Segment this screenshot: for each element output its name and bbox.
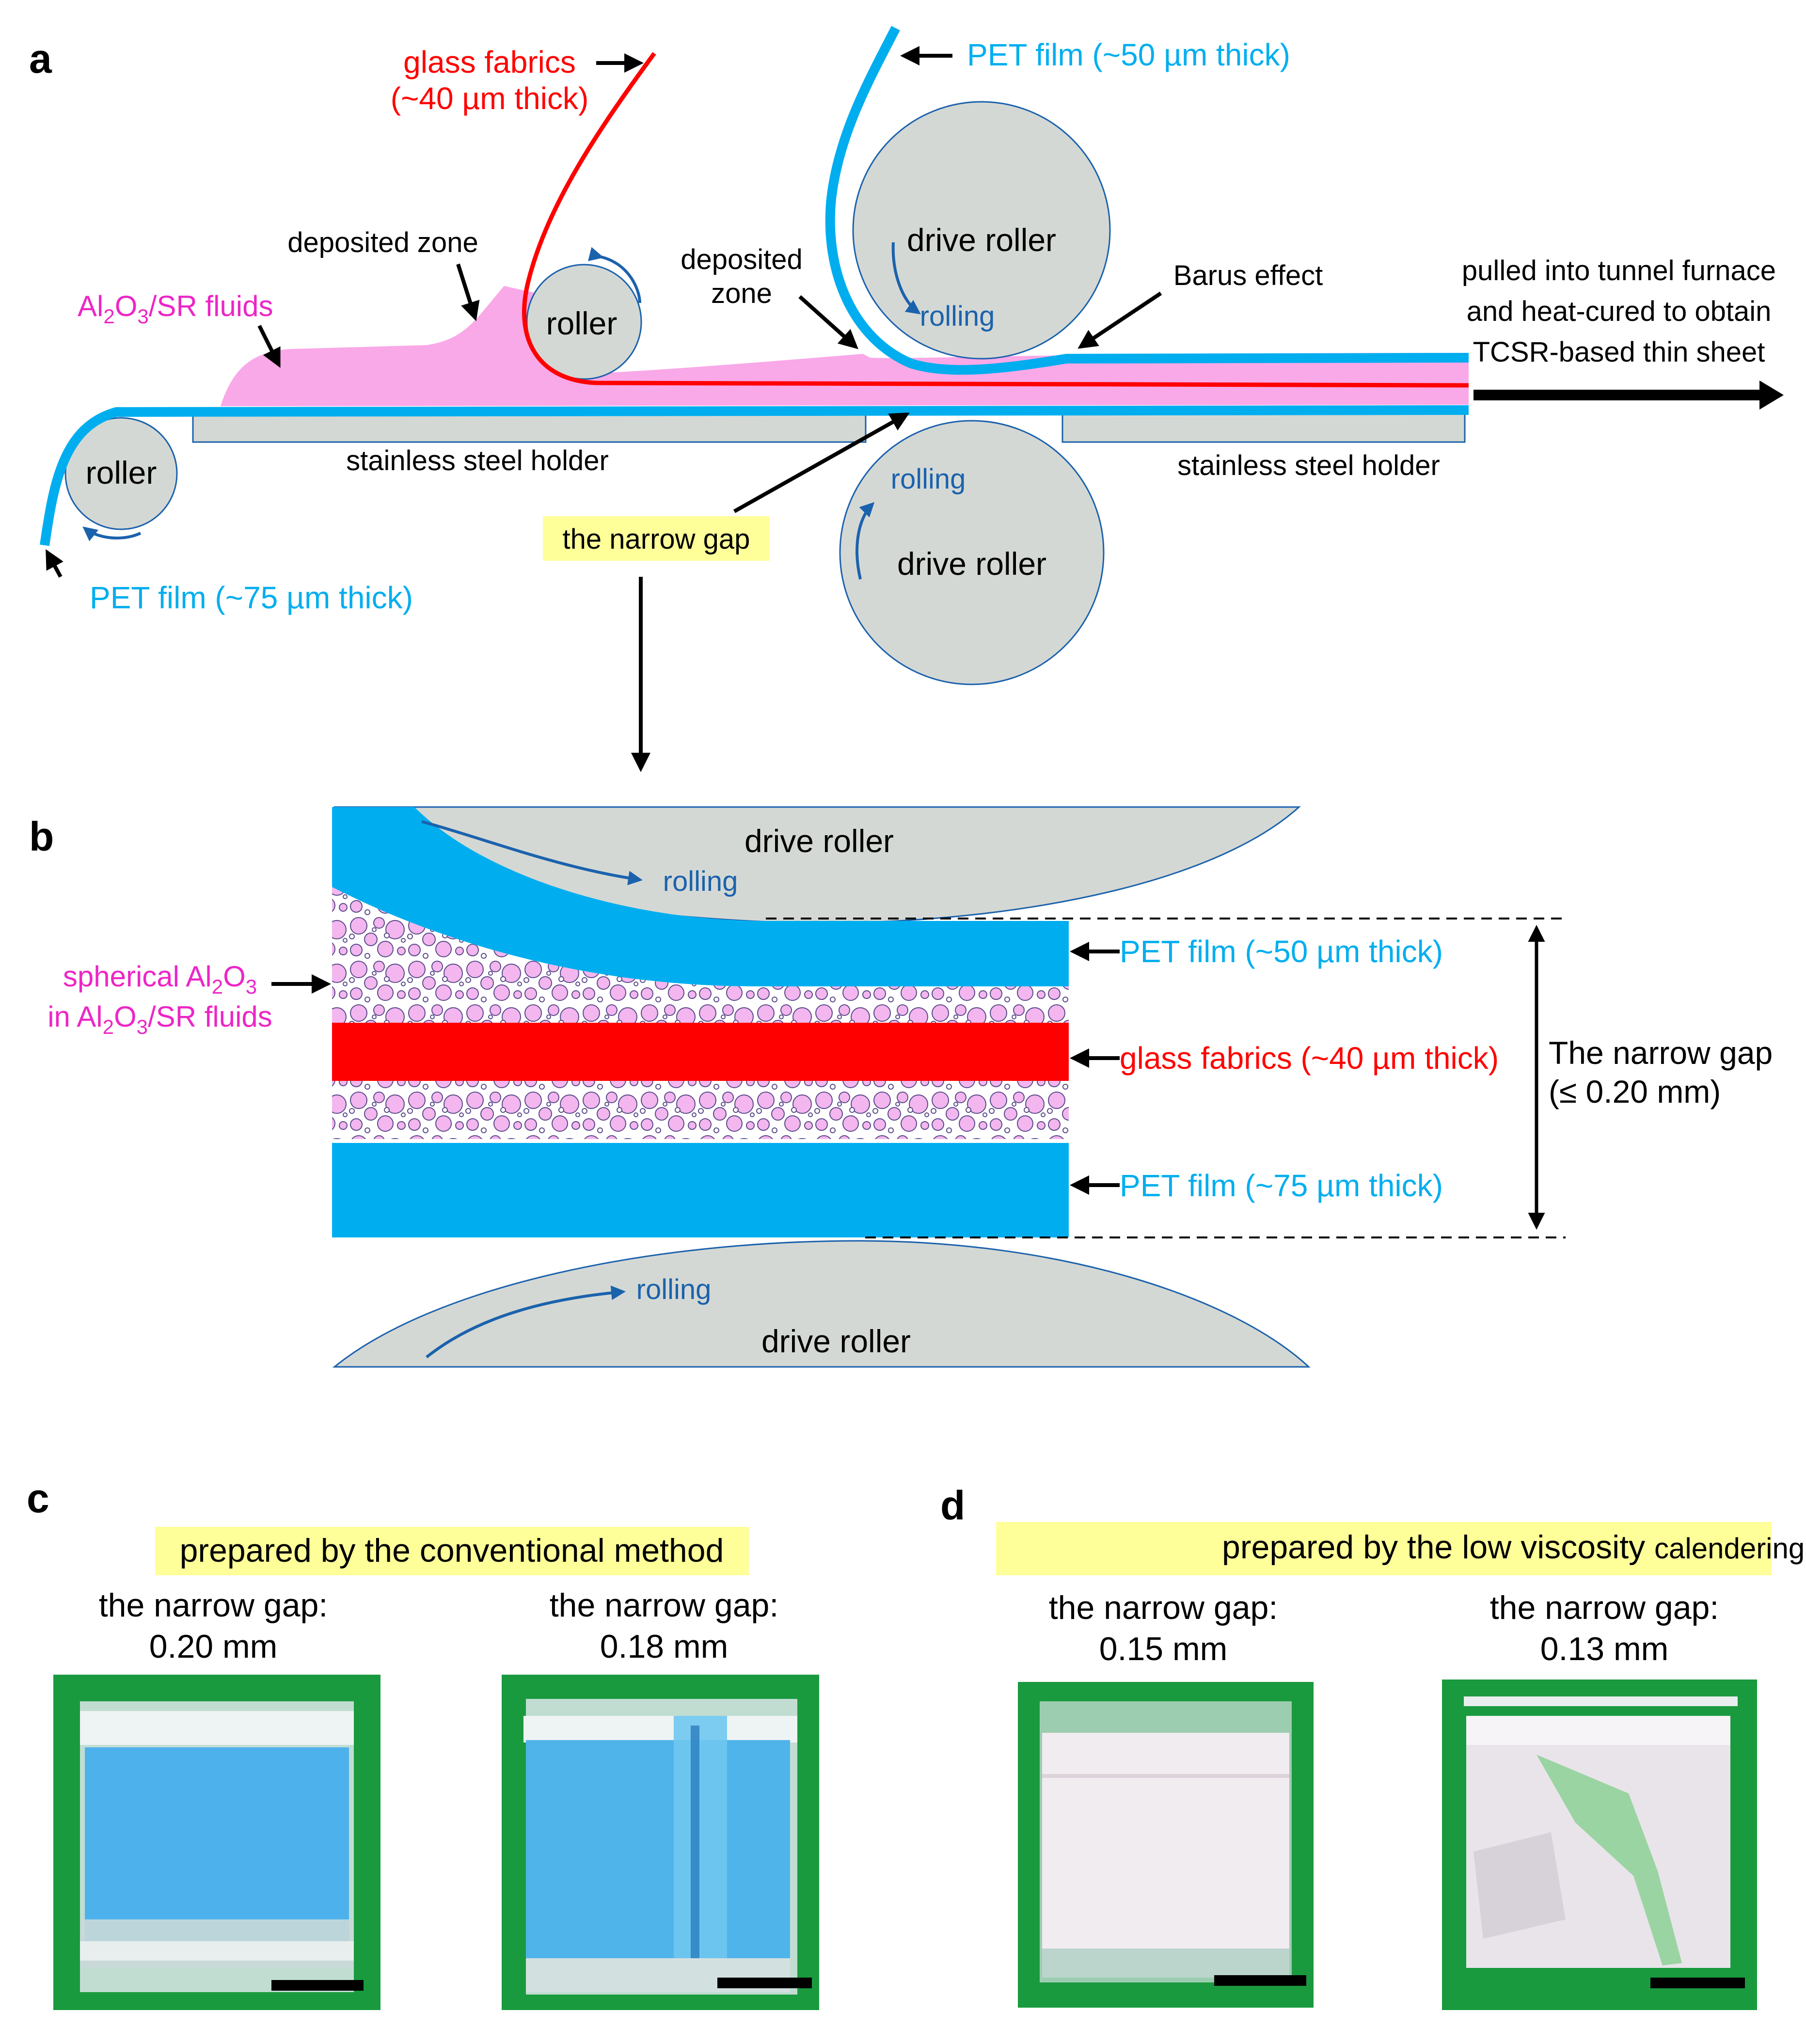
rotation-arrow-drive-lower [855,502,875,580]
header-c: prepared by the conventional method [180,1532,724,1569]
drive-roller-lower [839,420,1105,685]
scale-bar-1 [271,1980,364,1991]
glass-fabric-layer [332,1023,1069,1081]
label-b-drive-roller-lower: drive roller [761,1323,911,1359]
label-drive-roller-upper: drive roller [907,222,1056,258]
rotation-arrow-roller-left [82,526,142,541]
header-d: prepared by the low viscosity calenderin… [1222,1529,1806,1566]
label-b-rolling-upper: rolling [663,866,738,897]
arrow-deposited-zone-left [456,263,480,321]
label-rolling-lower: rolling [891,463,966,495]
pet-film-upper-layer [332,807,1069,986]
label-deposited-zone-mid-2: zone [711,278,772,309]
panel-label-d: d [940,1483,965,1528]
narrow-gap-highlight [543,516,770,561]
label-glass-fabrics: glass fabrics [403,45,576,79]
label-glass-fabrics-thickness: (~40 µm thick) [391,81,589,116]
gap-label-photo-1: the narrow gap: [99,1587,328,1624]
roller-bottom-left [64,417,178,530]
stainless-steel-holder-right [1061,412,1466,443]
photo-gap-0-20mm [53,1675,380,2010]
label-holder-right: stainless steel holder [1177,450,1440,481]
panel-label-a: a [29,36,52,81]
label-furnace-2: and heat-cured to obtain [1467,296,1772,327]
label-drive-roller-lower: drive roller [897,546,1046,582]
label-b-pet-top: PET film (~50 µm thick) [1120,934,1443,969]
bead-layer-upper [332,887,1069,1023]
gap-value-photo-2: 0.18 mm [600,1628,729,1665]
label-spherical-2: in Al2O3/SR fluids [48,1000,272,1038]
panel-label-c: c [27,1475,49,1521]
scale-bar-3 [1214,1975,1306,1986]
bead-layer-lower [332,1081,1069,1139]
label-narrow-gap: the narrow gap [563,523,750,555]
label-pet-film-top: PET film (~50 µm thick) [967,37,1290,72]
gap-label-photo-4: the narrow gap: [1490,1589,1719,1626]
label-b-pet-bottom: PET film (~75 µm thick) [1120,1168,1443,1203]
arrow-narrow-gap [733,412,910,513]
drive-roller-upper [852,101,1111,360]
pet-film-lower-layer [332,1143,1069,1237]
label-b-glass: glass fabrics (~40 µm thick) [1120,1041,1499,1076]
label-spherical-1: spherical Al2O3 [63,960,257,998]
pet-film-bottom-line [40,405,1469,546]
label-furnace-1: pulled into tunnel furnace [1462,255,1776,286]
label-holder-left: stainless steel holder [346,445,609,476]
scale-bar-4 [1650,1978,1745,1988]
label-b-gap-2: (≤ 0.20 mm) [1549,1074,1721,1109]
arrow-furnace-head [1759,380,1784,410]
pet-film-top-line [825,26,1469,375]
label-b-drive-roller-upper: drive roller [745,823,894,859]
gap-label-photo-3: the narrow gap: [1049,1589,1278,1626]
label-roller-top: roller [546,305,618,341]
glass-fabric-line [522,52,1469,388]
photo-gap-0-13mm [1442,1680,1757,2010]
label-fluids: Al2O3/SR fluids [78,290,273,328]
label-furnace-3: TCSR-based thin sheet [1473,336,1765,368]
rotation-arrow-roller-top [588,247,641,303]
rotation-arrow-b-upper [421,820,643,886]
label-rolling-upper: rolling [920,301,995,332]
rotation-arrow-drive-upper [891,242,921,315]
label-barus-effect: Barus effect [1173,260,1323,291]
label-b-gap-1: The narrow gap [1549,1035,1773,1071]
label-pet-film-bottom: PET film (~75 µm thick) [90,580,413,615]
label-deposited-zone-mid: deposited [681,244,803,275]
highlight-d [996,1522,1772,1575]
photo-gap-0-15mm [1018,1682,1314,2008]
arrow-barus-effect [1077,291,1162,349]
scale-bar-2 [717,1978,812,1988]
gap-value-photo-3: 0.15 mm [1099,1631,1228,1667]
rotation-arrow-b-lower [426,1285,626,1359]
label-roller-left: roller [86,455,157,491]
highlight-c [155,1527,749,1575]
gap-value-photo-1: 0.20 mm [149,1628,278,1665]
arrow-deposited-zone-mid [798,295,858,349]
gap-value-photo-4: 0.13 mm [1540,1631,1669,1667]
interface-line [332,1139,1069,1143]
photo-gap-0-18mm [502,1675,819,2010]
arrow-fluids [257,325,281,368]
arrow-pet-film-bottom [46,549,63,578]
gap-label-photo-2: the narrow gap: [550,1587,779,1624]
roller-top [526,264,642,380]
panel-label-b: b [29,814,54,859]
label-deposited-zone-left: deposited zone [287,227,478,258]
label-b-rolling-lower: rolling [636,1274,712,1305]
drive-roller-arc-lower [332,1240,1311,1368]
stainless-steel-holder-left [192,412,867,443]
